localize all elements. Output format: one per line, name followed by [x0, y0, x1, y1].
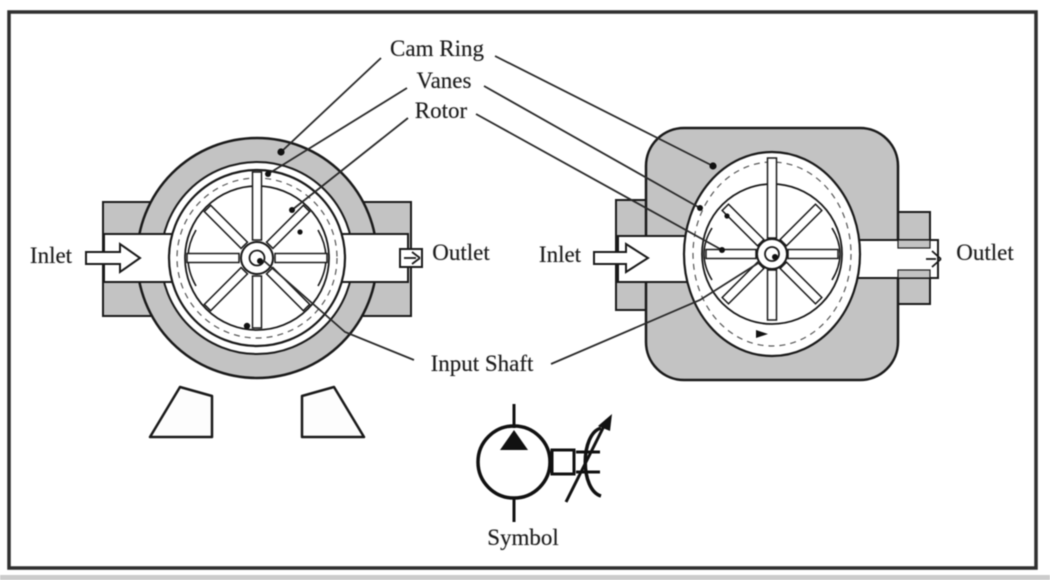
outlet-flange-rib: [897, 239, 931, 249]
input-shaft-leader-right: [550, 261, 761, 365]
outlet-channel: [341, 233, 409, 283]
diagram-border: [7, 10, 1038, 570]
cam-ring-texture: [692, 161, 852, 347]
detail-dots: [724, 213, 768, 338]
input-shaft-hub: [756, 238, 788, 270]
input-shaft-hub: [240, 241, 274, 275]
rotor-leader-right: [475, 113, 723, 251]
outlet-flange-rib: [897, 269, 931, 279]
vanes-label: Vanes: [416, 68, 472, 93]
cam-ring-label: Cam Ring: [390, 36, 484, 61]
port-crescents: [703, 227, 841, 281]
rotor-label: Rotor: [414, 98, 468, 123]
vanes-leader-left: [267, 87, 408, 175]
right-pump: [593, 126, 942, 382]
vanes-leader-right: [483, 85, 701, 209]
right-outlet-label: Outlet: [956, 240, 1014, 265]
left-pump: [85, 136, 423, 439]
symbol-label: Symbol: [487, 525, 559, 550]
leader-lines: [262, 55, 761, 365]
inlet-arrow-icon: [593, 242, 650, 274]
input-shaft-label: Input Shaft: [430, 351, 534, 376]
cam-ring-leader-right: [494, 55, 714, 167]
detail-dots: [243, 229, 303, 330]
inlet-arrow-icon: [85, 242, 142, 274]
vanes: [186, 171, 328, 329]
pump-symbol-icon: [476, 404, 612, 522]
left-inlet-label: Inlet: [29, 243, 73, 268]
input-shaft-leader-left: [262, 259, 415, 361]
outlet-pipe: [926, 250, 942, 268]
rotor-leader-left: [291, 117, 409, 211]
flow-triangle-icon: [500, 430, 528, 450]
left-outlet-label: Outlet: [432, 240, 490, 265]
bottom-strip: [0, 575, 1050, 580]
vanes: [705, 157, 839, 321]
shaft-coupling: [550, 448, 576, 476]
right-inlet-label: Inlet: [538, 242, 582, 267]
mounting-feet: [148, 385, 366, 439]
cam-ring-leader-left: [280, 57, 382, 153]
outlet-pipe: [399, 248, 423, 268]
leader-dots: [265, 148, 725, 253]
variable-arrow-icon: [564, 419, 609, 503]
